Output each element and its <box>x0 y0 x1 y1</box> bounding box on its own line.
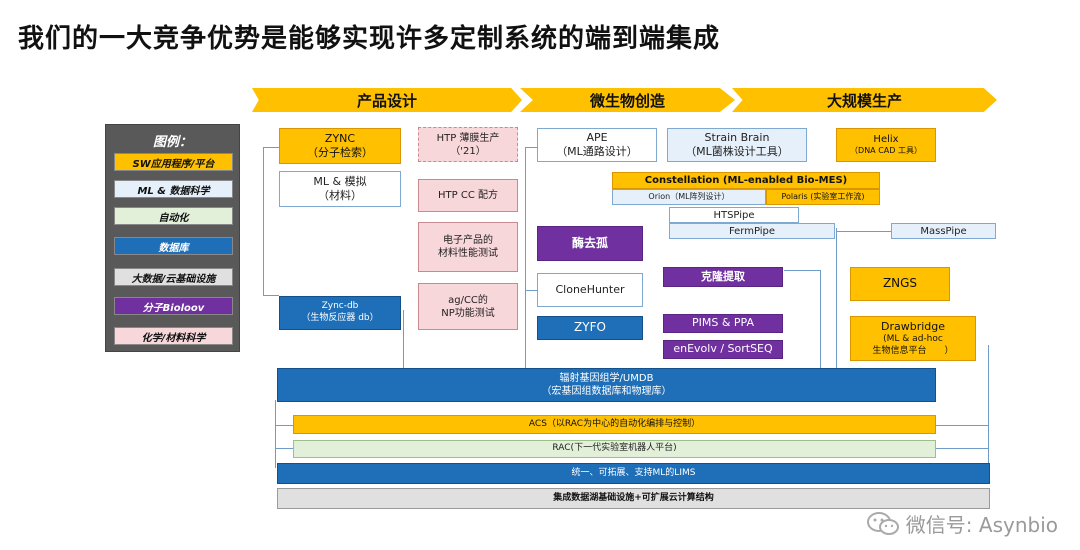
legend-item-ml-data-science: ML & 数据科学 <box>114 180 233 198</box>
box-drawbridge-line3: 生物信息平台 ） <box>872 345 954 356</box>
connector-line <box>988 345 989 465</box>
legend: 图例： SW应用程序/平台 ML & 数据科学 自动化 数据库 大数据/云基础设… <box>105 124 240 352</box>
box-drawbridge-name: Drawbridge <box>880 319 946 333</box>
legend-item-automation: 自动化 <box>114 207 233 225</box>
bar-umdb-line1: 辐射基因组学/UMDB <box>559 373 654 384</box>
box-ape: APE （ML通路设计） <box>537 128 657 162</box>
box-zync-desc: （分子检索） <box>307 146 373 159</box>
connector-line <box>784 270 820 271</box>
connector-line <box>275 400 276 468</box>
box-enevolv: enEvolv / SortSEQ <box>663 340 783 359</box>
box-htp-film-name: HTP 薄膜生产 <box>436 132 500 144</box>
bar-acs: ACS（以RAC为中心的自动化编排与控制） <box>293 415 936 434</box>
box-constellation: Constellation (ML-enabled Bio-MES) <box>612 172 880 189</box>
bar-infrastructure: 集成数据湖基础设施+可扩展云计算结构 <box>277 488 990 509</box>
box-clone-extract: 克隆提取 <box>663 267 783 287</box>
watermark: 微信号: Asynbio <box>866 509 1058 538</box>
stage-microbe-creation: 微生物创造 <box>520 88 735 112</box>
box-helix: Helix （DNA CAD 工具） <box>836 128 936 162</box>
legend-item-big-data-cloud: 大数据/云基础设施 <box>114 268 233 286</box>
connector-line <box>275 448 293 449</box>
connector-line <box>263 147 264 295</box>
legend-item-database: 数据库 <box>114 237 233 255</box>
box-ml-simulation-desc: （材料） <box>318 189 362 202</box>
box-strain-brain-name: Strain Brain <box>704 130 770 144</box>
box-electronics-test-line1: 电子产品的 <box>443 235 493 246</box>
legend-title: 图例： <box>152 135 192 150</box>
box-ag-cc-test-line1: ag/CC的 <box>448 294 488 306</box>
box-drawbridge: Drawbridge (ML & ad-hoc 生物信息平台 ） <box>850 316 976 361</box>
box-zync-db-desc: （生物反应器 db） <box>301 313 379 323</box>
box-electronics-test: 电子产品的 材料性能测试 <box>418 222 518 272</box>
box-ag-cc-test: ag/CC的 NP功能测试 <box>418 283 518 330</box>
box-ape-desc: （ML通路设计） <box>556 145 638 158</box>
connector-line <box>525 290 537 291</box>
box-ape-name: APE <box>586 130 608 144</box>
box-htspipe: HTSPipe <box>669 207 799 223</box>
box-zync-name: ZYNC <box>324 131 356 145</box>
box-pims-ppa: PIMS & PPA <box>663 314 783 333</box>
connector-line <box>275 425 293 426</box>
box-zync: ZYNC （分子检索） <box>279 128 401 164</box>
box-htp-film-desc: （'21） <box>450 145 486 157</box>
bar-rac: RAC(下一代实验室机器人平台) <box>293 440 936 458</box>
connector-line <box>263 295 279 296</box>
box-fermpipe: FermPipe <box>669 223 835 239</box>
connector-line <box>525 147 537 148</box>
box-strain-brain: Strain Brain （ML菌株设计工具） <box>667 128 807 162</box>
box-drawbridge-line2: (ML & ad-hoc <box>883 333 943 344</box>
page-title: 我们的一大竞争优势是能够实现许多定制系统的端到端集成 <box>18 24 721 54</box>
legend-item-chem-materials: 化学/材料科学 <box>114 327 233 345</box>
box-electronics-test-line2: 材料性能测试 <box>438 248 498 259</box>
box-ag-cc-test-line2: NP功能测试 <box>441 307 495 319</box>
box-htp-cc: HTP CC 配方 <box>418 179 518 212</box>
legend-item-molecular-biology: 分子Bioloov <box>114 297 233 315</box>
connector-line <box>820 270 821 368</box>
box-zyfo: ZYFO <box>537 316 643 340</box>
stage-product-design: 产品设计 <box>252 88 522 112</box>
connector-line <box>836 231 892 232</box>
box-masspipe: MassPipe <box>891 223 996 239</box>
box-zync-db: Zync-db （生物反应器 db） <box>279 296 401 330</box>
box-helix-name: Helix <box>873 134 899 146</box>
bar-umdb-line2: （宏基因组数据库和物理库） <box>541 386 672 397</box>
connector-line <box>525 147 526 369</box>
connector-line <box>936 425 988 426</box>
legend-item-sw-platform: SW应用程序/平台 <box>114 153 233 171</box>
box-enzyme: 酶去孤 <box>537 226 643 261</box>
box-zync-db-name: Zync-db <box>321 301 359 312</box>
stage-mass-production: 大规模生产 <box>732 88 997 112</box>
bar-umdb: 辐射基因组学/UMDB （宏基因组数据库和物理库） <box>277 368 936 402</box>
box-htp-film: HTP 薄膜生产 （'21） <box>418 127 518 162</box>
box-helix-desc: （DNA CAD 工具） <box>850 146 922 156</box>
box-ml-simulation: ML & 模拟 （材料） <box>279 171 401 207</box>
bar-lims: 统一、可拓展、支持ML的LIMS <box>277 463 990 484</box>
box-clonehunter: CloneHunter <box>537 273 643 307</box>
box-orion: Orion（ML阵列设计） <box>612 189 766 205</box>
connector-line <box>836 228 837 368</box>
box-zngs: ZNGS <box>850 267 950 301</box>
connector-line <box>403 310 404 368</box>
watermark-text: 微信号: Asynbio <box>905 513 1058 537</box>
wechat-icon <box>866 511 899 535</box>
box-polaris: Polaris (实验室工作流) <box>766 189 880 205</box>
box-strain-brain-desc: （ML菌株设计工具） <box>685 145 789 158</box>
connector-line <box>263 147 279 148</box>
box-ml-simulation-name: ML & 模拟 <box>313 174 367 188</box>
connector-line <box>936 448 988 449</box>
